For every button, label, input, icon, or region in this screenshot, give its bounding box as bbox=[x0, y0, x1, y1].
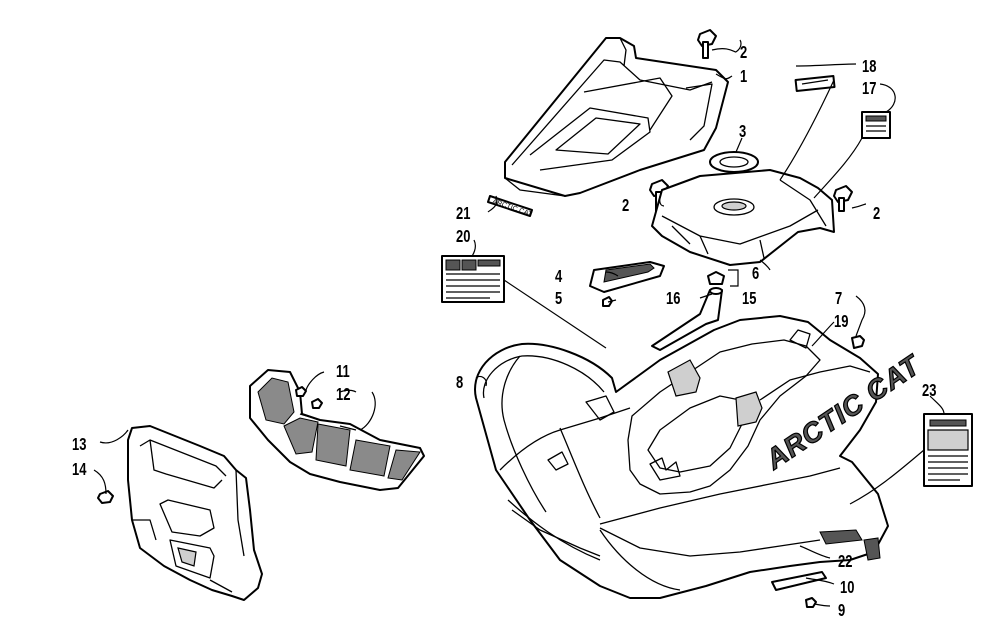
part-17-warning-label bbox=[861, 111, 891, 139]
callout-10: 10 bbox=[840, 578, 855, 598]
part-8-front-fender: ARCTIC CAT bbox=[474, 315, 928, 599]
callout-11: 11 bbox=[336, 362, 350, 382]
callout-19: 19 bbox=[834, 312, 849, 332]
callout-12: 12 bbox=[336, 385, 351, 405]
callout-17: 17 bbox=[862, 79, 877, 99]
part-21-brand-decal: ARCTIC CAT bbox=[487, 195, 534, 219]
part-14-screw bbox=[97, 490, 114, 504]
callout-2: 2 bbox=[873, 204, 880, 224]
callout-16: 16 bbox=[666, 289, 681, 309]
callout-3: 3 bbox=[739, 122, 746, 142]
callout-9: 9 bbox=[838, 601, 845, 621]
callout-21: 21 bbox=[456, 204, 471, 224]
callout-6: 6 bbox=[752, 264, 759, 284]
leader-lines bbox=[93, 39, 945, 607]
part-2-screw bbox=[697, 29, 717, 59]
callout-labels: 2 1 3 2 2 6 4 5 16 15 7 19 18 17 21 20 8… bbox=[72, 43, 937, 621]
callout-1: 1 bbox=[740, 67, 747, 87]
callout-2: 2 bbox=[622, 196, 629, 216]
part-6-storage-tray bbox=[651, 169, 835, 266]
part-20-info-label bbox=[441, 255, 505, 303]
callout-13: 13 bbox=[72, 435, 87, 455]
callout-23: 23 bbox=[922, 381, 937, 401]
callout-14: 14 bbox=[72, 460, 87, 480]
part-23-warning-label bbox=[923, 413, 973, 487]
part-4-emblem-plate bbox=[589, 261, 665, 293]
callout-8: 8 bbox=[456, 373, 463, 393]
callout-22: 22 bbox=[838, 552, 853, 572]
part-16-grommet bbox=[707, 271, 725, 285]
part-18-label bbox=[794, 75, 836, 92]
callout-15: 15 bbox=[742, 289, 757, 309]
part-15-vent-hose bbox=[651, 287, 723, 351]
part-5-screw bbox=[602, 296, 613, 307]
part-7-plug bbox=[851, 335, 865, 349]
callout-20: 20 bbox=[456, 227, 471, 247]
part-1-storage-cover bbox=[504, 37, 729, 197]
callout-18: 18 bbox=[862, 57, 877, 77]
callout-7: 7 bbox=[835, 289, 842, 309]
part-9-screw bbox=[805, 597, 817, 608]
part-2-screw bbox=[833, 185, 853, 212]
callout-4: 4 bbox=[555, 267, 562, 287]
callout-5: 5 bbox=[555, 289, 562, 309]
callout-2: 2 bbox=[740, 43, 747, 63]
part-11-screw bbox=[311, 398, 323, 409]
part-3-gasket bbox=[709, 151, 759, 173]
part-13-front-bumper bbox=[127, 425, 263, 601]
part-11-screw bbox=[295, 386, 307, 397]
part-10-decal-strip bbox=[771, 571, 827, 591]
